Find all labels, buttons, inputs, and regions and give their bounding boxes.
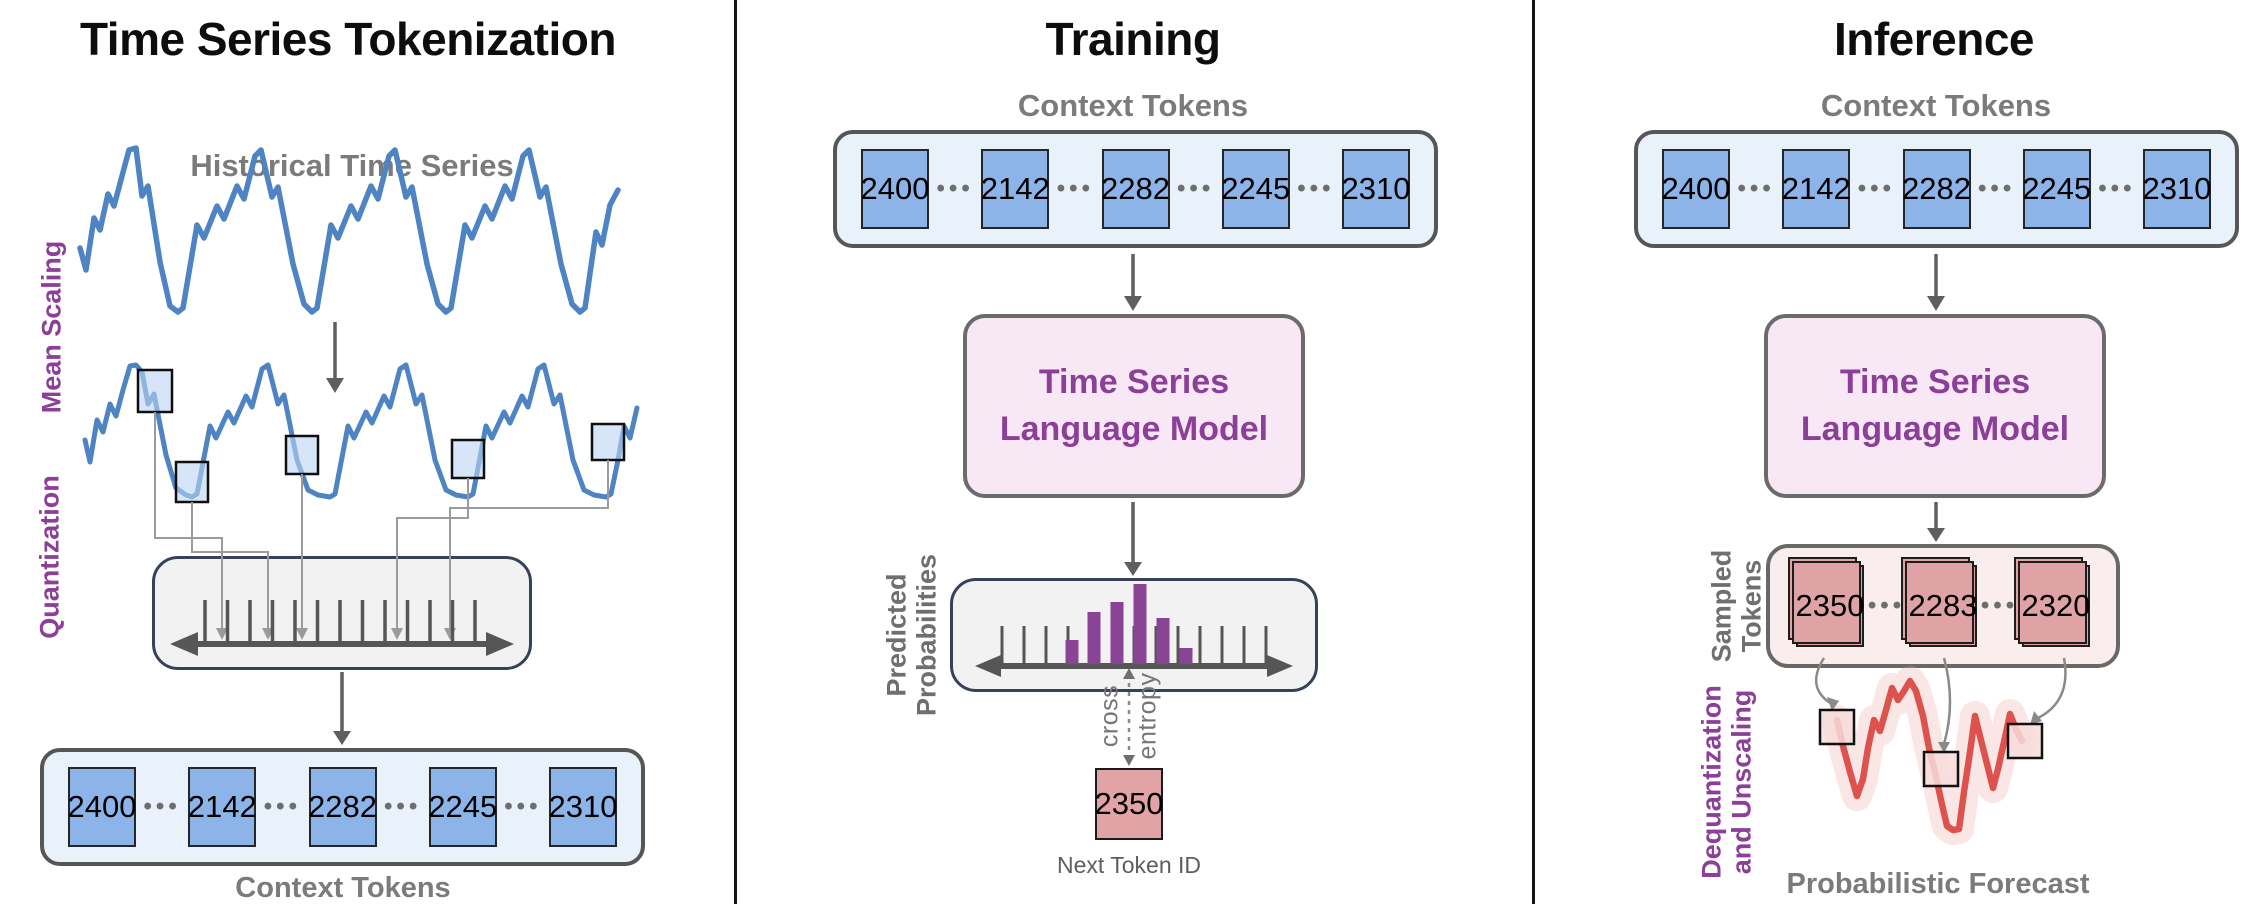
token: 2282 bbox=[308, 767, 377, 847]
token: 2245 bbox=[2022, 149, 2091, 229]
dequantization-arrows bbox=[1814, 657, 2067, 745]
historical-series-label: Historical Time Series bbox=[190, 148, 514, 183]
token: 2245 bbox=[1221, 149, 1290, 229]
token: 2282 bbox=[1902, 149, 1971, 229]
quantization-number-line bbox=[170, 600, 514, 656]
sampled-tokens-container: 2350 ••• 2283 ••• 2320 bbox=[1766, 544, 2120, 668]
ellipsis-dots: ••• bbox=[1980, 592, 2019, 619]
token: 2400 bbox=[861, 149, 929, 229]
dequantization-arrowheads bbox=[1827, 697, 2042, 753]
token: 2400 bbox=[68, 767, 136, 847]
context-tokens-label-tokenization: Context Tokens bbox=[235, 872, 451, 904]
panel-divider-right bbox=[1532, 0, 1535, 904]
time-series-language-model-box-inference: Time Series Language Model bbox=[1764, 314, 2106, 498]
token: 2282 bbox=[1101, 149, 1170, 229]
time-series-language-model-box-training: Time Series Language Model bbox=[963, 314, 1305, 498]
quantization-routing-arrowheads bbox=[216, 628, 456, 640]
ellipsis-dots: ••• bbox=[1857, 175, 1895, 202]
token: 2142 bbox=[981, 149, 1050, 229]
predicted-probabilities-number-line bbox=[975, 584, 1293, 677]
ellipsis-dots: ••• bbox=[1297, 175, 1335, 202]
probabilistic-forecast-label: Probabilistic Forecast bbox=[1786, 868, 2090, 900]
model-label-line2: Language Model bbox=[1800, 410, 2070, 448]
ellipsis-dots: ••• bbox=[2098, 175, 2136, 202]
forecast-point-boxes bbox=[1818, 708, 2044, 788]
ellipsis-dots: ••• bbox=[1867, 592, 1906, 619]
context-tokens-container-training: 2400 ••• 2142 ••• 2282 ••• 2245 ••• 2310 bbox=[833, 130, 1438, 248]
sampled-point-boxes bbox=[136, 368, 626, 504]
training-title: Training bbox=[1045, 13, 1221, 65]
ellipsis-dots: ••• bbox=[1737, 175, 1775, 202]
ellipsis-dots: ••• bbox=[1978, 175, 2016, 202]
context-tokens-label-inference: Context Tokens bbox=[1820, 88, 2052, 123]
ellipsis-dots: ••• bbox=[1056, 175, 1094, 202]
token: 2310 bbox=[2143, 149, 2211, 229]
quantization-box bbox=[152, 556, 532, 670]
sampled-token-card: 2350 bbox=[1796, 565, 1864, 647]
mean-scaling-arrow bbox=[326, 322, 344, 393]
historical-time-series-line bbox=[77, 145, 621, 315]
ellipsis-dots: ••• bbox=[1177, 175, 1215, 202]
probability-histogram-bars bbox=[1065, 584, 1193, 664]
cross-entropy-dashed-arrow bbox=[1123, 668, 1135, 766]
token: 2310 bbox=[549, 767, 617, 847]
token: 2245 bbox=[428, 767, 497, 847]
ellipsis-dots: ••• bbox=[936, 175, 974, 202]
ellipsis-dots: ••• bbox=[504, 793, 542, 820]
token: 2142 bbox=[188, 767, 257, 847]
model-label-line1: Time Series bbox=[1839, 363, 2031, 401]
sampled-token-card: 2283 bbox=[1909, 565, 1977, 647]
ellipsis-dots: ••• bbox=[263, 793, 301, 820]
panel-divider-left bbox=[734, 0, 737, 904]
inference-title: Inference bbox=[1833, 13, 2035, 65]
model-label-line2: Language Model bbox=[999, 410, 1269, 448]
next-token-box: 2350 bbox=[1095, 768, 1163, 840]
model-label-line1: Time Series bbox=[1038, 363, 1230, 401]
context-tokens-container-inference: 2400 ••• 2142 ••• 2282 ••• 2245 ••• 2310 bbox=[1634, 130, 2239, 248]
token: 2310 bbox=[1342, 149, 1410, 229]
training-connector-arrows bbox=[1124, 254, 1142, 576]
sampled-token-card: 2320 bbox=[2022, 565, 2090, 647]
ellipsis-dots: ••• bbox=[143, 793, 181, 820]
token: 2400 bbox=[1662, 149, 1730, 229]
inference-connector-arrows bbox=[1927, 254, 1945, 542]
context-tokens-container-tokenization: 2400 ••• 2142 ••• 2282 ••• 2245 ••• 2310 bbox=[40, 748, 645, 866]
ellipsis-dots: ••• bbox=[384, 793, 422, 820]
token: 2142 bbox=[1782, 149, 1851, 229]
context-tokens-label-training: Context Tokens bbox=[1017, 88, 1249, 123]
quantization-routing-lines bbox=[154, 412, 609, 628]
tokenization-title: Time Series Tokenization bbox=[80, 13, 616, 65]
next-token-id-label: Next Token ID bbox=[1056, 852, 1202, 878]
tokenization-output-arrow bbox=[333, 672, 351, 745]
